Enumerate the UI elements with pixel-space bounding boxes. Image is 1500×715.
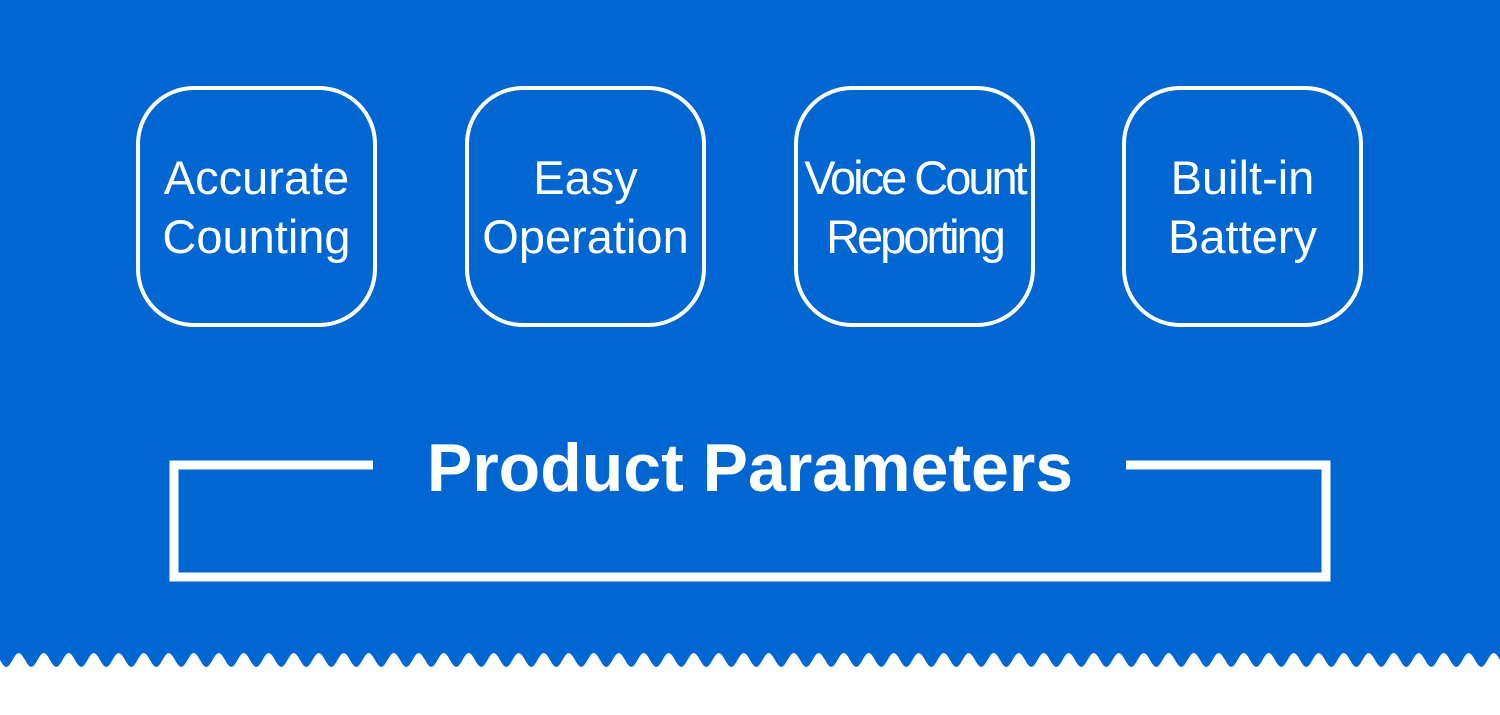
feature-line: Voice Count — [804, 150, 1027, 204]
feature-built-in-battery: Built-in Battery — [1122, 86, 1363, 327]
feature-voice-count-reporting: Voice Count Reporting — [794, 86, 1035, 327]
feature-line: Reporting — [826, 209, 1006, 263]
feature-line: Built-in — [1170, 150, 1315, 204]
feature-line: Easy — [533, 150, 638, 204]
feature-easy-operation: Easy Operation — [465, 86, 706, 327]
feature-line: Accurate — [163, 150, 350, 204]
section-title: Product Parameters — [426, 430, 1074, 506]
feature-line: Counting — [162, 209, 351, 263]
feature-accurate-counting: Accurate Counting — [136, 86, 377, 327]
feature-line: Operation — [482, 209, 689, 263]
feature-line: Battery — [1168, 209, 1317, 263]
